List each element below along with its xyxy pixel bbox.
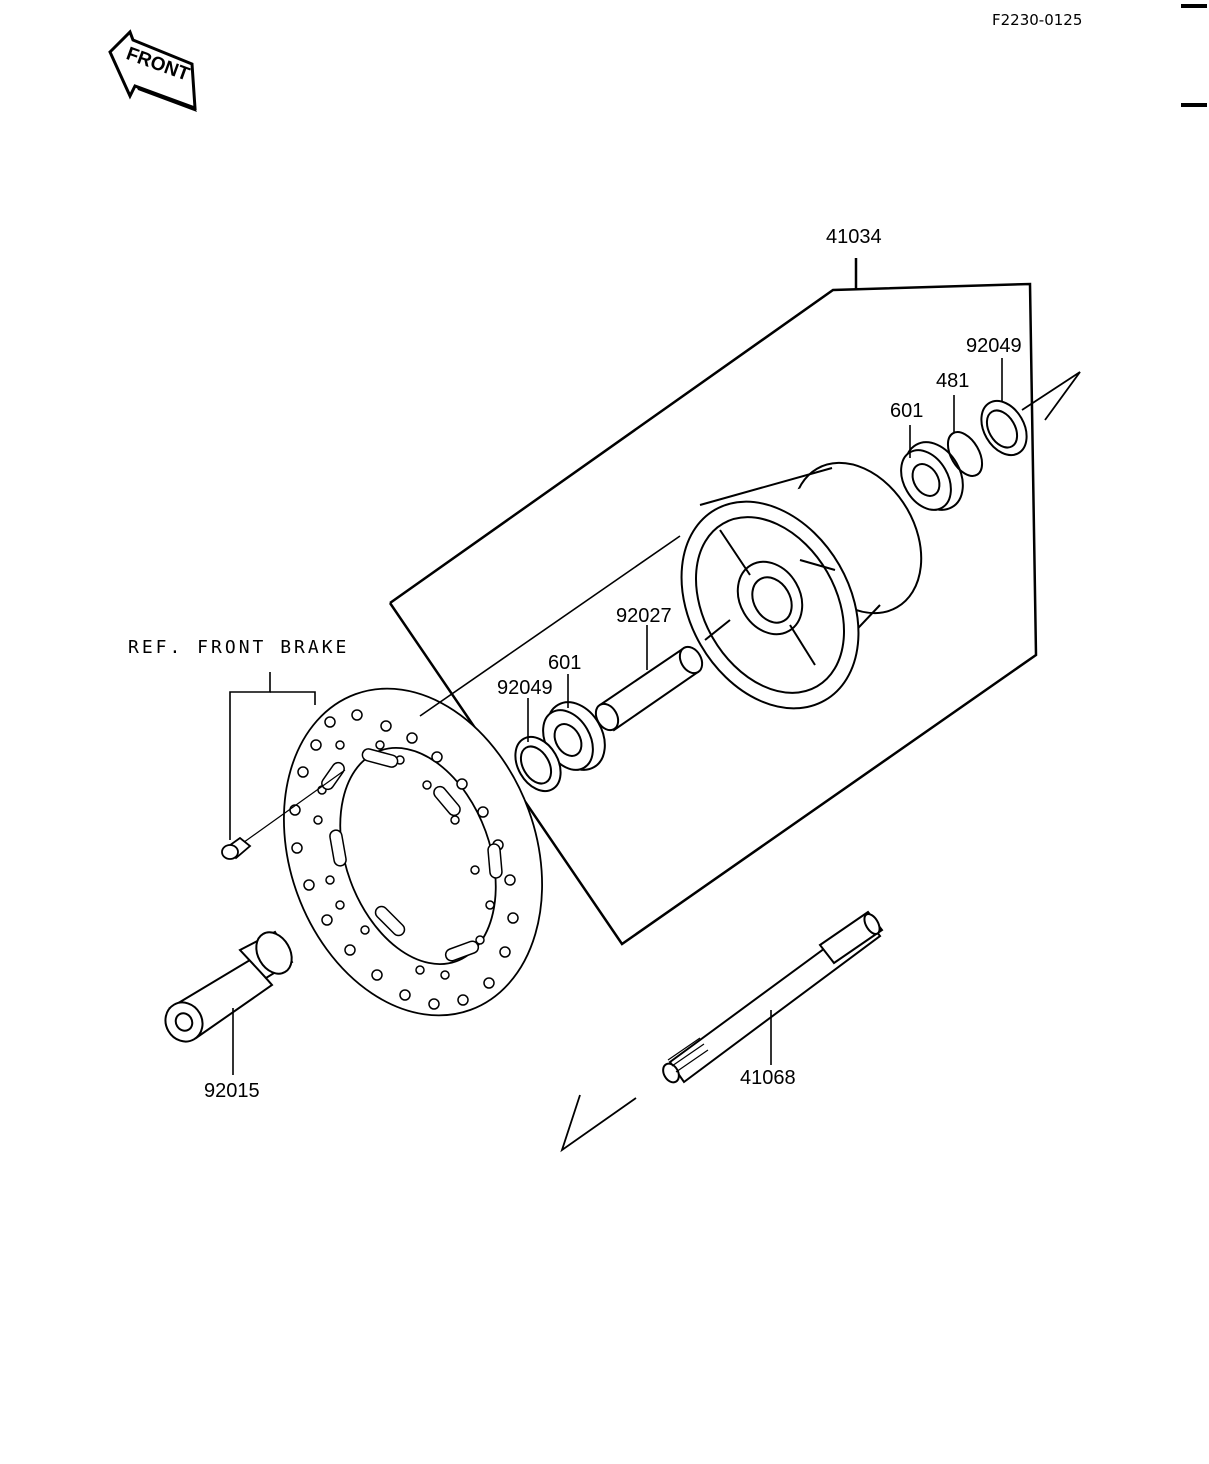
collar-part bbox=[164, 930, 294, 1043]
front-arrow-badge: FRONT bbox=[108, 29, 197, 112]
page-edge-mark-bottom bbox=[1181, 103, 1207, 107]
label-481: 481 bbox=[936, 370, 970, 392]
circlip-part bbox=[946, 431, 984, 477]
brake-disc bbox=[283, 687, 543, 1017]
right-oil-seal-part bbox=[980, 399, 1028, 457]
right-bearing-part bbox=[900, 441, 964, 511]
disc-screw bbox=[221, 769, 346, 860]
label-92015: 92015 bbox=[204, 1080, 260, 1102]
spacer-part bbox=[594, 645, 704, 732]
reference-front-brake: REF. FRONT BRAKE bbox=[128, 637, 350, 658]
leader-lines bbox=[229, 358, 1003, 1075]
page-edge-mark-top bbox=[1181, 4, 1207, 8]
label-41068: 41068 bbox=[740, 1067, 796, 1089]
label-92049-left: 92049 bbox=[497, 677, 553, 699]
label-41034: 41034 bbox=[826, 226, 882, 248]
axis-cut-marks bbox=[560, 371, 1081, 1153]
label-92049-right: 92049 bbox=[966, 335, 1022, 357]
axle-part bbox=[662, 910, 884, 1084]
label-92027: 92027 bbox=[616, 605, 672, 627]
wheel-hub bbox=[680, 461, 923, 710]
left-oil-seal-part bbox=[514, 735, 562, 793]
left-bearing-part bbox=[542, 701, 606, 771]
figure-code: F2230-0125 bbox=[992, 11, 1083, 29]
label-601-left: 601 bbox=[548, 652, 582, 674]
hub-assembly-outline bbox=[388, 258, 1038, 946]
label-601-right: 601 bbox=[890, 400, 924, 422]
